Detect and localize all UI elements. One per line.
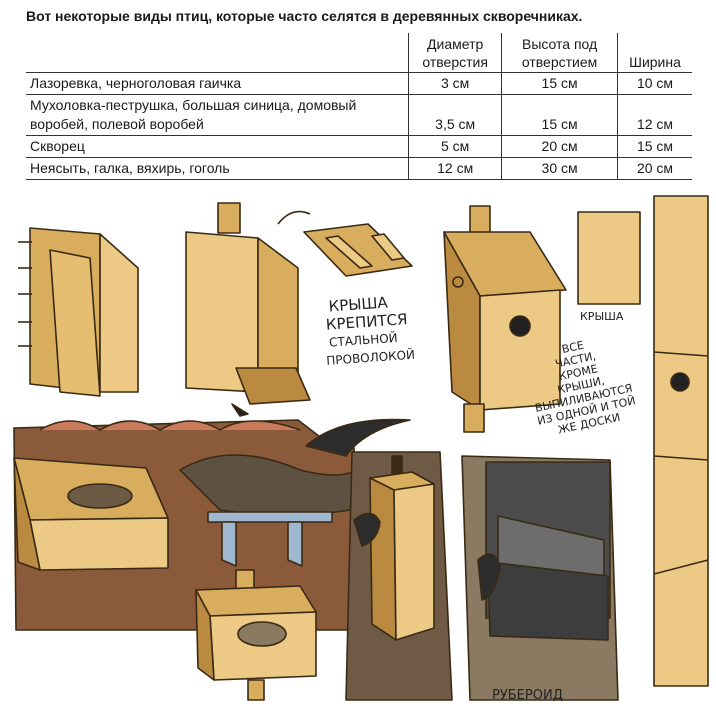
header-width: Ширина	[617, 33, 692, 73]
width-cell: 12 см	[617, 94, 692, 136]
page-heading: Вот некоторые виды птиц, которые часто с…	[26, 8, 583, 24]
width-cell: 20 см	[617, 157, 692, 180]
diameter-cell: 12 см	[408, 157, 502, 180]
table-row: Неясыть, галка, вяхирь, гоголь 12 см 30 …	[26, 157, 692, 180]
birdhouse-illustration	[13, 195, 709, 701]
wall-shelf-scene-drawing	[13, 418, 411, 631]
diameter-cell: 3 см	[408, 72, 502, 95]
birds-cell: Лазоревка, черноголовая гаичка	[26, 72, 409, 95]
roofing-felt-label: РУБЕРОИД	[492, 688, 563, 703]
birdhouse-open-front-drawing	[185, 202, 311, 417]
height-cell: 15 см	[501, 72, 618, 95]
tree-nest-box-drawing	[345, 451, 453, 701]
diameter-cell: 3,5 см	[408, 94, 502, 136]
width-cell: 15 см	[617, 135, 692, 158]
hanging-nest-box-drawing	[195, 569, 317, 701]
table-row: Мухоловка-пеструшка, большая синица, дом…	[26, 94, 692, 136]
table-row: Лазоревка, черноголовая гаичка 3 см 15 с…	[26, 72, 692, 95]
birds-cell: Скворец	[26, 135, 409, 158]
width-cell: 10 см	[617, 72, 692, 95]
felt-covered-nest-box-drawing	[461, 455, 619, 701]
roof-board-drawing	[577, 211, 641, 305]
birdhouse-panels-drawing	[18, 227, 139, 397]
roof-wire-note: КРЫША КРЕПИТСЯ СТАЛЬНОЙ ПРОВОЛОКОЙ	[325, 293, 416, 368]
single-board-drawing	[653, 195, 709, 687]
birds-cell: Неясыть, галка, вяхирь, гоголь	[26, 157, 409, 180]
height-cell: 15 см	[501, 94, 618, 136]
header-birds	[26, 33, 409, 73]
diameter-cell: 5 см	[408, 135, 502, 158]
roof-label: КРЫША	[580, 310, 624, 323]
birds-cell: Мухоловка-пеструшка, большая синица, дом…	[26, 94, 409, 136]
assembled-birdhouse-drawing	[443, 205, 567, 433]
roof-parts-drawing	[303, 223, 413, 277]
height-cell: 20 см	[501, 135, 618, 158]
table-row: Скворец 5 см 20 см 15 см	[26, 135, 692, 158]
height-cell: 30 см	[501, 157, 618, 180]
